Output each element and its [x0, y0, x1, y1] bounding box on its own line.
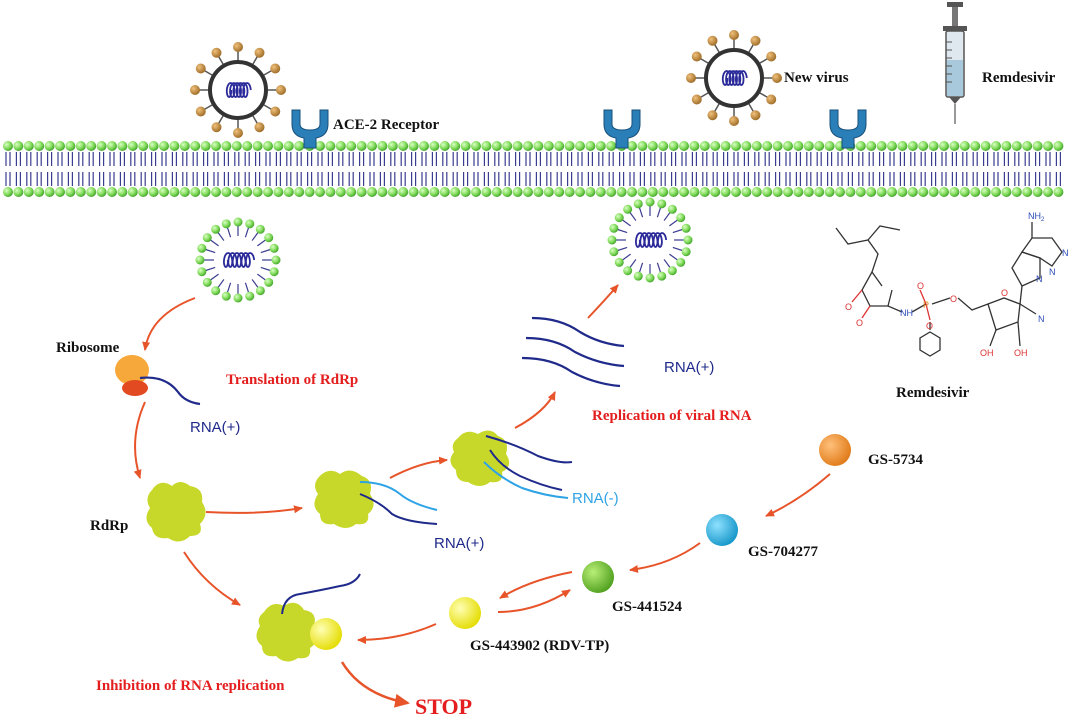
cell-membrane	[3, 141, 1064, 197]
rdrp-rna-complex-2	[450, 430, 573, 499]
replication-label: Replication of viral RNA	[592, 408, 752, 424]
arrow-gs5734-to-gs704277	[765, 473, 831, 517]
rdrp-rna-complex-1	[314, 470, 438, 528]
atom-cn: N	[1038, 314, 1045, 324]
arrow-complex1-to-complex2	[389, 456, 448, 479]
arrow-gs704277-to-gs441524	[629, 542, 701, 573]
new-virus-icon	[686, 30, 782, 126]
rna-minus-label: RNA(-)	[572, 490, 619, 507]
rna-plus-label-2: RNA(+)	[434, 535, 484, 552]
arrow-gs443902-to-gs441524	[497, 589, 571, 613]
assembled-virus-icon	[607, 197, 693, 283]
atom-nh: NH	[900, 308, 913, 318]
atom-o-ester1: O	[845, 302, 852, 312]
ribosome-icon	[115, 355, 201, 406]
arrow-rdrp-to-inhibition	[183, 551, 241, 606]
ace2-receptor-label: ACE-2 Receptor	[333, 117, 440, 133]
atom-n2: N	[1049, 267, 1056, 277]
atom-o-p3: O	[926, 321, 933, 331]
ribosome-label: Ribosome	[56, 340, 120, 356]
arrow-virus-to-ribosome	[142, 297, 196, 351]
stop-label: STOP	[415, 694, 472, 718]
atom-o-ring: O	[1001, 288, 1008, 298]
atom-oh2: OH	[1014, 348, 1028, 358]
gs443902-ball-icon	[449, 597, 481, 629]
replicated-rna-strands	[521, 316, 625, 388]
gs5734-ball-icon	[819, 434, 851, 466]
gs5734-label: GS-5734	[868, 452, 924, 468]
receptor-icon-3	[829, 109, 867, 149]
remdesivir-structure-label: Remdesivir	[896, 385, 970, 401]
remdesivir-structure	[835, 222, 1063, 357]
atom-nh2: NH2	[1028, 211, 1045, 223]
remdesivir-top-label: Remdesivir	[982, 70, 1056, 86]
gs704277-label: GS-704277	[748, 544, 819, 560]
pathway-arrows	[133, 284, 831, 708]
virus-icon	[190, 42, 286, 138]
arrow-rna-to-virus	[587, 284, 619, 319]
internal-virus-icon	[195, 217, 281, 303]
inhibited-rdrp-complex	[256, 573, 361, 662]
arrow-complex2-to-rna	[514, 391, 556, 429]
gs443902-label: GS-443902 (RDV-TP)	[470, 638, 609, 654]
rdrp-label: RdRp	[90, 518, 128, 534]
atom-n1: N	[1062, 248, 1069, 258]
arrow-gs443902-to-inhibition	[357, 623, 437, 644]
gs704277-ball-icon	[706, 514, 738, 546]
arrow-ribosome-to-rdrp	[133, 401, 146, 479]
atom-oh1: OH	[980, 348, 994, 358]
atom-p: P	[923, 300, 929, 310]
arrow-to-stop	[340, 661, 410, 708]
arrow-gs441524-to-gs443902	[499, 571, 573, 599]
arrow-rdrp-to-complex1	[205, 505, 303, 514]
inhibition-label: Inhibition of RNA replication	[96, 678, 285, 694]
rdrp-enzyme-icon	[146, 482, 206, 542]
rna-plus-label-1: RNA(+)	[190, 419, 240, 436]
rna-plus-label-3: RNA(+)	[664, 359, 714, 376]
gs441524-ball-icon	[582, 561, 614, 593]
ace2-receptor-icon	[291, 109, 329, 149]
gs441524-label: GS-441524	[612, 599, 683, 615]
atom-o-ester2: O	[856, 318, 863, 328]
atom-o-p1: O	[917, 281, 924, 291]
receptor-icon-2	[603, 109, 641, 149]
atom-n3: N	[1036, 274, 1043, 284]
translation-label: Translation of RdRp	[226, 372, 358, 388]
new-virus-label: New virus	[784, 70, 849, 86]
atom-o-p2: O	[950, 294, 957, 304]
syringe-icon	[943, 2, 967, 124]
